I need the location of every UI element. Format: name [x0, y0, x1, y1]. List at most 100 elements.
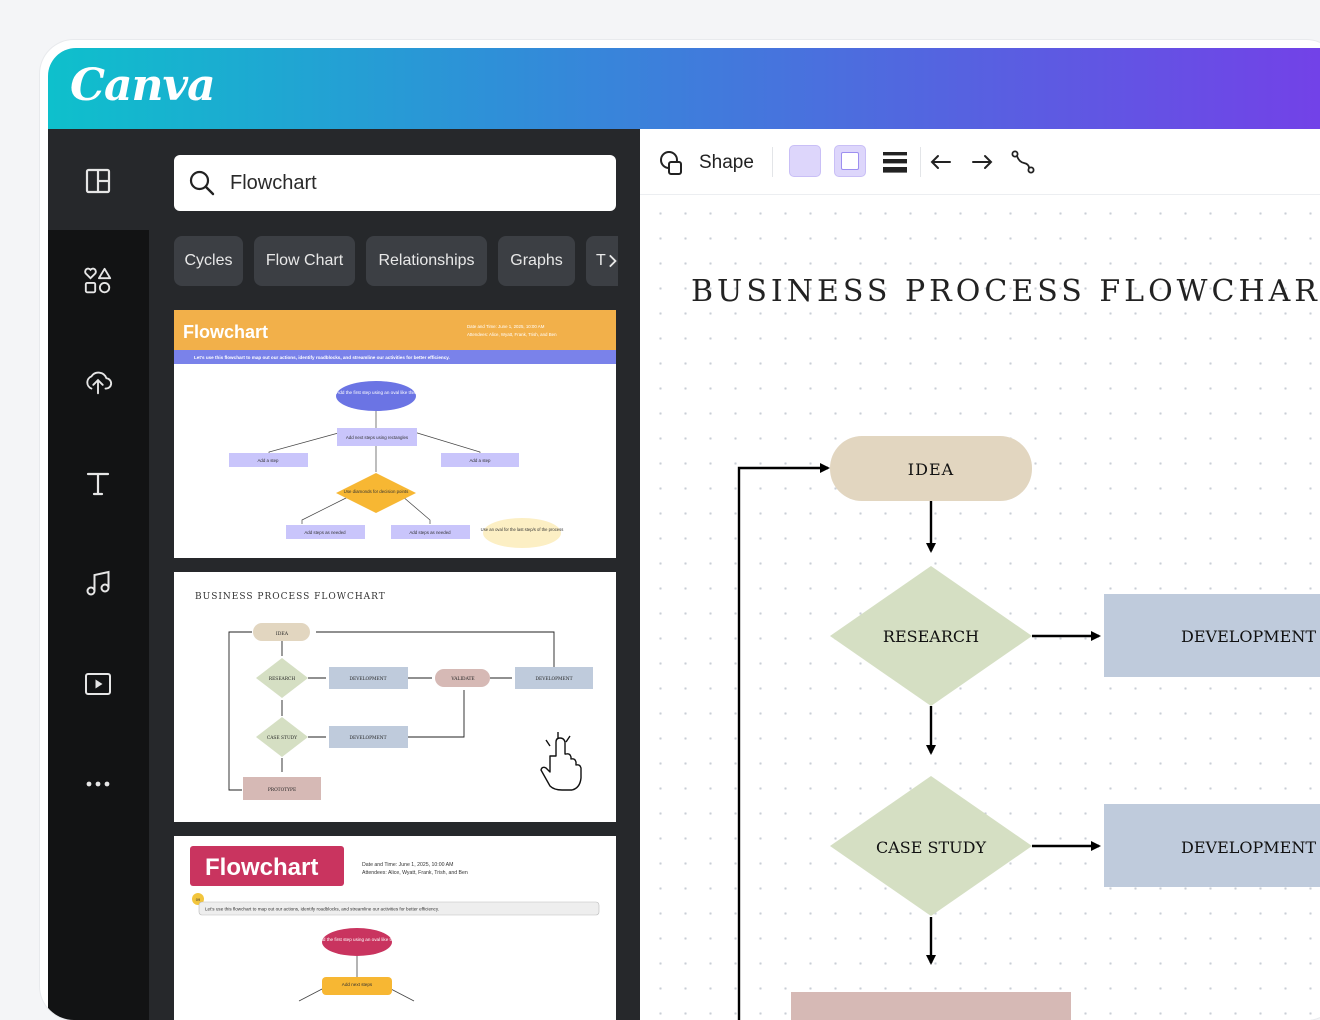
template-card-2[interactable]: BUSINESS PROCESS FLOWCHART IDEA RESEAR [174, 572, 616, 822]
chip-truncated: T [596, 252, 606, 269]
t2-dev-1 [329, 667, 408, 689]
chip-graphs[interactable]: Graphs [498, 236, 575, 286]
t1-diamond-text: Use diamonds for decision points [344, 489, 409, 494]
chip-relationships[interactable]: Relationships [366, 236, 487, 286]
t3-meta-2: Attendees: Alice, Wyatt, Frank, Trish, a… [362, 870, 468, 876]
t1-step-left-text: Add a step [258, 458, 280, 463]
development-label-1: DEVELOPMENT [1181, 627, 1316, 646]
border-color-button[interactable] [834, 145, 866, 177]
research-label: RESEARCH [883, 627, 979, 646]
t3-banner-text: Let's use this flowchart to map out our … [205, 907, 439, 912]
search-icon [189, 170, 215, 196]
video-icon[interactable] [83, 669, 113, 699]
t2-dev-3 [515, 667, 593, 689]
app-header: Canva [48, 48, 1320, 129]
t1-rect-mid [337, 428, 417, 446]
toolbar-divider-2 [920, 147, 921, 177]
canvas-title[interactable]: BUSINESS PROCESS FLOWCHART [691, 274, 1320, 309]
t2-dev-3-text: DEVELOPMENT [535, 677, 572, 682]
t3-rect-text: Add next steps [342, 982, 373, 987]
flowchart-diagram: IDEA RESEARCH DEVELOPMENT CASE STUDY DEV… [737, 436, 1320, 1020]
text-icon[interactable] [83, 468, 113, 498]
t3-badge-text: 09 [196, 897, 201, 902]
t2-idea-text: IDEA [276, 631, 289, 637]
idea-label: IDEA [908, 460, 954, 479]
t1-bottom-1-text: Add steps as needed [304, 530, 346, 535]
t3-oval-text: Add the first step using an oval like th… [317, 937, 397, 942]
case-study-node[interactable] [830, 776, 1032, 916]
development-node-1[interactable] [1104, 594, 1320, 677]
t1-step-left [229, 453, 308, 467]
t2-research-text: RESEARCH [269, 677, 296, 682]
t3-banner [198, 901, 600, 916]
research-node[interactable] [830, 566, 1032, 706]
t1-diamond [336, 473, 416, 513]
chevron-right-icon [608, 254, 617, 268]
t1-bottom-2-text: Add steps as needed [409, 530, 451, 535]
t1-meta-1: Date and Time: June 1, 2025, 10:00 AM [467, 324, 545, 329]
idea-node[interactable] [830, 436, 1032, 501]
upload-icon[interactable] [83, 367, 113, 397]
music-icon[interactable] [83, 568, 113, 598]
t1-bottom-2 [391, 525, 470, 539]
t1-bottom-1 [286, 525, 365, 539]
t1-end-oval-text: Use an oval for the last step/s of the p… [481, 527, 564, 532]
development-label-2: DEVELOPMENT [1181, 838, 1316, 857]
shape-toolbar: Shape [640, 129, 1320, 195]
t2-research [256, 658, 308, 698]
connector-style-icon[interactable] [1009, 148, 1037, 176]
template-card-1[interactable]: Flowchart Date and Time: June 1, 2025, 1… [174, 310, 616, 558]
t2-dev-2 [329, 726, 408, 748]
t1-oval-text: Add the first step using an oval like th… [336, 390, 416, 395]
t2-dev-2-text: DEVELOPMENT [349, 736, 386, 741]
t2-prototype-text: PROTOTYPE [268, 788, 296, 793]
search-input[interactable]: Flowchart [174, 155, 616, 211]
shape-icon[interactable] [658, 149, 686, 177]
elements-icon[interactable] [83, 266, 113, 296]
shape-label[interactable]: Shape [699, 152, 754, 173]
t1-step-right-text: Add a step [470, 458, 492, 463]
t2-prototype [243, 777, 321, 800]
template-card-3[interactable]: Flowchart Date and Time: June 1, 2025, 1… [174, 836, 616, 1020]
case-study-label: CASE STUDY [876, 838, 986, 857]
line-weight-icon[interactable] [880, 148, 910, 176]
t3-title-box [190, 846, 344, 886]
t3-meta-1: Date and Time: June 1, 2025, 10:00 AM [362, 862, 453, 868]
search-value: Flowchart [230, 171, 317, 194]
t2-validate-text: VALIDATE [450, 677, 474, 682]
t2-case-study [256, 717, 308, 757]
design-canvas[interactable]: Shape BUSINESS PROCESS FLOWCHART [640, 129, 1320, 1020]
loop-connector[interactable] [737, 463, 830, 1020]
t2-dev-1-text: DEVELOPMENT [349, 677, 386, 682]
t1-title: Flowchart [183, 322, 268, 342]
t1-meta-2: Attendees: Alice, Wyatt, Frank, Trish, a… [467, 332, 557, 337]
t3-oval [322, 928, 392, 956]
border-swatch [841, 152, 859, 170]
t1-step-right [441, 453, 519, 467]
arrow-start-icon[interactable] [928, 149, 954, 175]
t2-idea [253, 623, 310, 641]
t1-oval [336, 381, 416, 411]
t3-title: Flowchart [205, 854, 318, 881]
more-icon[interactable] [83, 769, 113, 799]
fill-color-button[interactable] [789, 145, 821, 177]
t1-rect-mid-text: Add next steps using rectangles [346, 435, 409, 440]
t1-banner-text: Let's use this flowchart to map out our … [194, 355, 450, 360]
t1-header [174, 310, 616, 350]
t1-end-oval [483, 518, 561, 548]
sidebar-rail [48, 129, 149, 1020]
chip-flow-chart[interactable]: Flow Chart [254, 236, 355, 286]
chip-cycles[interactable]: Cycles [174, 236, 243, 286]
toolbar-divider [772, 147, 773, 177]
t1-banner [174, 350, 616, 364]
arrow-end-icon[interactable] [969, 149, 995, 175]
t2-case-study-text: CASE STUDY [267, 736, 297, 741]
development-node-2[interactable] [1104, 804, 1320, 887]
layout-icon[interactable] [83, 166, 113, 196]
canva-logo[interactable]: Canva [70, 60, 216, 111]
app-window: Canva Flowchart Cycles F [40, 40, 1320, 1020]
hand-pointer-icon [540, 732, 582, 791]
t2-title: BUSINESS PROCESS FLOWCHART [195, 592, 386, 602]
chip-more[interactable]: T [586, 236, 618, 286]
prototype-node[interactable] [791, 992, 1071, 1020]
